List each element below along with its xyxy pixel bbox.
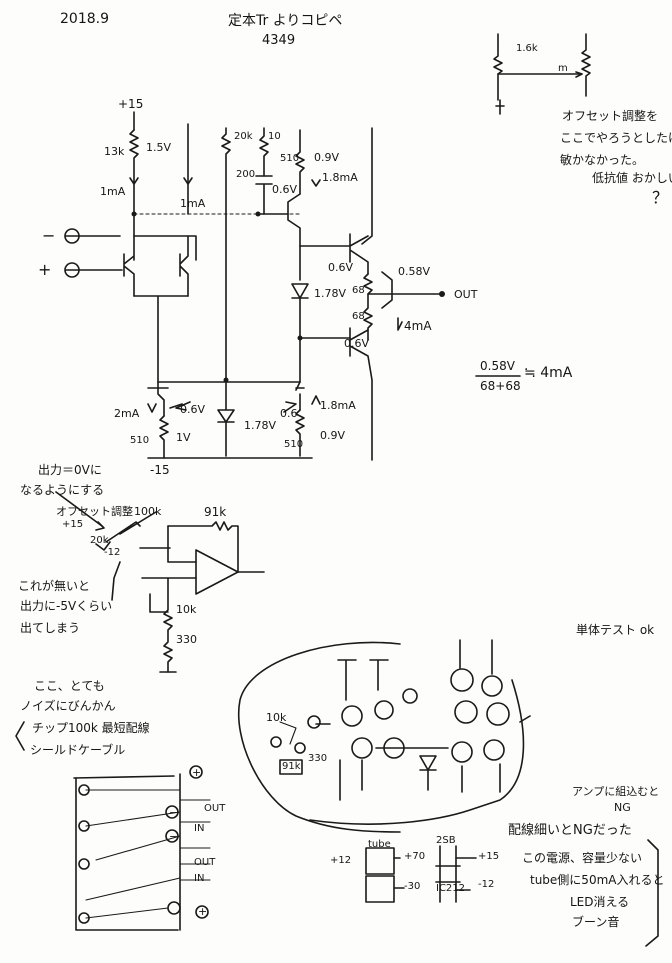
i4ma-label: 4mA xyxy=(404,319,432,333)
offset-note-c: 出てしまう xyxy=(20,621,81,635)
noise-note-4: シールドケーブル xyxy=(30,743,126,757)
psu-note-2: tube側に50mA入れると xyxy=(530,873,665,887)
v09-btm-label: 0.9V xyxy=(320,429,346,442)
offset-pot-sketch xyxy=(493,33,591,115)
terminal-4: IN xyxy=(194,823,205,834)
r20k-trim-label: 20k xyxy=(90,535,109,546)
unit-test-label: 単体テスト ok xyxy=(576,623,655,637)
title-line-2: 4349 xyxy=(262,33,296,48)
terminal-7: IN xyxy=(194,873,205,884)
pot-resistor-label: 1.6k xyxy=(516,43,538,54)
offset-note-line-5: ？ xyxy=(652,188,669,207)
psu-note-3: LED消える xyxy=(570,895,630,909)
supply-pos-label: +15 xyxy=(118,97,144,111)
r510-btm-left-label: 510 xyxy=(130,435,150,446)
r68-bot-label: 68 xyxy=(352,311,365,322)
noise-note-3: チップ100k 最短配線 xyxy=(32,721,150,735)
i18ma-btm-label: 1.8mA xyxy=(320,399,356,412)
i1ma-left-label: 1mA xyxy=(100,185,126,198)
r20k-label: 20k xyxy=(234,131,253,142)
noise-note-2: ノイズにびんかん xyxy=(20,699,116,713)
offset-note-b: 出力に-5Vくらい xyxy=(20,599,113,613)
r510-top-label: 510 xyxy=(280,153,300,164)
psu-12-label: -12 xyxy=(478,879,495,890)
bb-r330-label: 330 xyxy=(308,753,328,764)
psu-note-4: ブーン音 xyxy=(572,915,620,929)
psu-ic-top-label: 2SB xyxy=(436,835,456,846)
offset-trim-label: オフセット調整 xyxy=(56,505,133,518)
noise-note-1: ここ、とても xyxy=(34,679,105,693)
r91k-label: 91k xyxy=(204,505,227,519)
title-line-1: 定本Tr よりコピペ xyxy=(228,13,343,29)
v06-mid-label: 0.6V xyxy=(328,261,354,274)
terminal-3: OUT xyxy=(204,803,226,814)
trim-vneg-label: -12 xyxy=(104,547,121,558)
r10-label: 10 xyxy=(268,131,281,142)
r330-label: 330 xyxy=(176,633,197,646)
psu-sketch xyxy=(365,839,659,947)
breadboard-sketch xyxy=(238,639,531,833)
v06-top-label: 0.6V xyxy=(272,183,298,196)
equation-denominator: 68+68 xyxy=(480,379,521,393)
i2ma-label: 2mA xyxy=(114,407,140,420)
equation-numerator: 0.58V xyxy=(480,359,515,373)
psu-tube-label: tube xyxy=(368,839,391,850)
psu-m12-label: +12 xyxy=(330,855,352,866)
date-label: 2018.9 xyxy=(60,11,109,27)
offset-annotation-line-1: 出力＝0Vに xyxy=(38,463,102,477)
offset-circuit xyxy=(55,491,265,673)
psu-m30-label: -30 xyxy=(404,881,421,892)
equation-result: ≒ 4mA xyxy=(524,365,573,381)
terminal-6: OUT xyxy=(194,857,216,868)
trim-vpos-label: +15 xyxy=(62,519,84,530)
inverting-input-label: − xyxy=(42,226,56,245)
r200-label: 200 xyxy=(236,169,256,180)
bb-r91k-label: 91k xyxy=(282,761,301,772)
main-circuit xyxy=(64,111,445,461)
r510-btm-right-label: 510 xyxy=(284,439,304,450)
supply-neg-label: -15 xyxy=(150,463,170,477)
wiring-note: 配線細いとNGだった xyxy=(508,823,632,838)
psu-ic-bot-label: IC212 xyxy=(436,883,466,894)
offset-note-line-2: ここでやろうとしたけど xyxy=(560,131,672,145)
offset-note-line-3: 敏かなかった。 xyxy=(560,153,645,167)
r68-top-label: 68 xyxy=(352,285,365,296)
v058-label: 0.58V xyxy=(398,265,431,278)
r100k-label: 100k xyxy=(134,505,162,518)
i18ma-top-label: 1.8mA xyxy=(322,171,358,184)
v09-top-label: 0.9V xyxy=(314,151,340,164)
r10k-label: 10k xyxy=(176,603,197,616)
v15-label: 1.5V xyxy=(146,141,172,154)
offset-note-a: これが無いと xyxy=(18,579,91,593)
v178-btm-label: 1.78V xyxy=(244,419,277,432)
out-label: OUT xyxy=(454,288,478,301)
pot-wiper-label: m xyxy=(558,63,568,74)
offset-note-line-1: オフセット調整を xyxy=(562,109,659,123)
amp-note-2: NG xyxy=(614,801,631,814)
v178-mid-label: 1.78V xyxy=(314,287,347,300)
psu-15-label: +15 xyxy=(478,851,500,862)
r13k-label: 13k xyxy=(104,145,125,158)
note-bracket xyxy=(15,721,25,751)
offset-note-line-4: 低抗値 おかしい xyxy=(592,171,672,185)
noninverting-input-label: + xyxy=(38,260,52,279)
v06-btm-left-label: 0.6V xyxy=(180,403,206,416)
v1-btm-label: 1V xyxy=(176,431,191,444)
i1ma-right-label: 1mA xyxy=(180,197,206,210)
terminal-1: + xyxy=(192,766,202,779)
offset-annotation-line-2: なるようにする xyxy=(20,483,105,497)
terminal-8: + xyxy=(198,905,208,918)
v06-btm-right-label: 0.6 xyxy=(280,407,298,420)
terminal-board xyxy=(73,765,211,931)
psu-note-1: この電源、容量少ない xyxy=(522,851,643,865)
psu-70-label: +70 xyxy=(404,851,426,862)
bb-r10k-label: 10k xyxy=(266,711,287,724)
v06-low-label: 0.6V xyxy=(344,337,370,350)
terminal-2: − xyxy=(169,806,179,819)
amp-note-1: アンプに組込むと xyxy=(572,785,660,798)
terminal-5: − xyxy=(169,830,179,843)
